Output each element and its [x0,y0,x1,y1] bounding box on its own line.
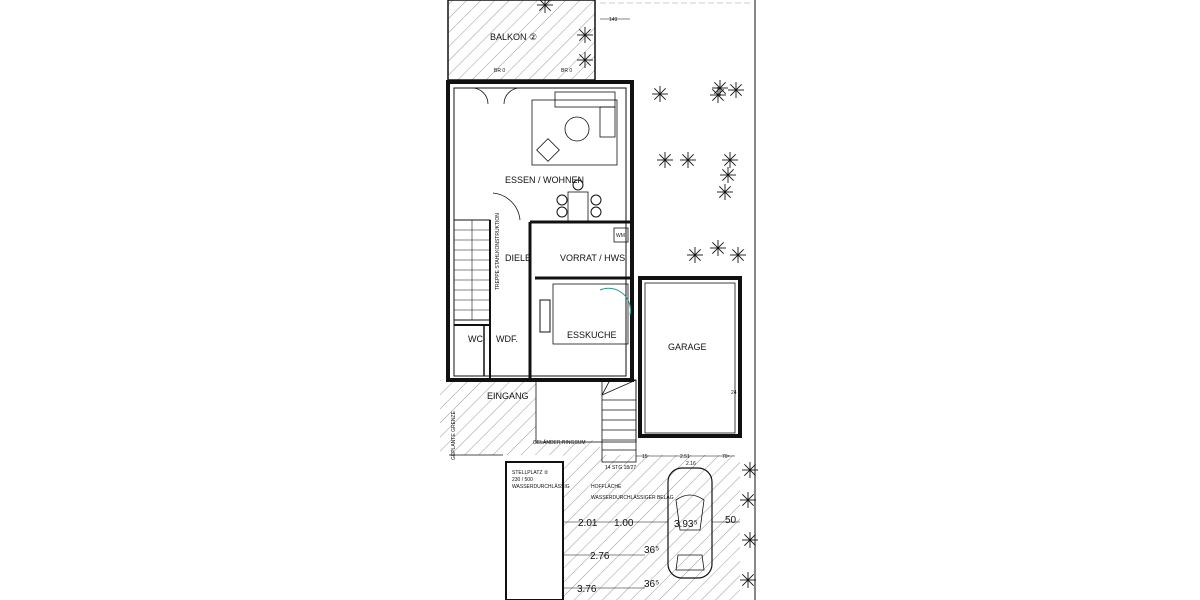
dim-276: 2.76 [590,551,610,562]
dim-705: 70⁵ [722,454,730,460]
dim-216: 2.16 [686,461,696,467]
tree-icon [657,152,673,168]
entrance-area [440,380,600,455]
label-wm: WM [616,233,625,239]
room-label-wc: WC [468,334,483,344]
tree-icon [712,80,728,96]
room-label-garage: GARAGE [668,342,707,352]
tree-icon [742,532,758,548]
stellplatz-surface: WASSERDURCHLÄSSIG [512,483,570,490]
room-label-balkon: BALKON ② [490,32,537,42]
car-icon [667,467,713,579]
dim-365-b: 36⁵ [644,579,659,590]
room-label-wdf: WDF. [496,334,518,344]
tree-icon [717,184,733,200]
dim-24: 24 [731,390,737,396]
note-gelaender: GELÄNDER RINGSUM [533,439,586,446]
note-stg: 14 STG 18/27 [605,465,636,471]
dim-251: 2.51 [680,454,690,460]
note-br-2: BR 0 [561,68,572,74]
room-label-esskueche: ESSKUCHE [567,330,617,340]
dim-50: 50 [725,515,737,526]
stellplatz-size: 230 / 500 [512,477,533,483]
room-label-diele: DIELE [505,253,531,263]
dim-376: 3.76 [577,584,597,595]
yard-area [563,455,740,600]
tree-icon [740,572,756,588]
tree-icon [720,167,736,183]
tree-icon [710,240,726,256]
tree-icon [742,462,758,478]
tree-icon [577,27,593,43]
tree-icon [537,0,553,13]
dim-3935: 3.93⁵ [674,519,698,530]
house-walls [446,80,634,382]
note-treppe: TREPPE STAHLKONSTRUKTION [495,213,501,290]
note-grenze: GEPLANTE GRENZE [451,410,457,460]
tree-icon [722,152,738,168]
hof-surface: WASSERDURCHLÄSSIGER BELAG [591,494,674,501]
hof-title: HOFFLÄCHE [591,483,622,490]
tree-icon [740,492,756,508]
tree-icon [730,247,746,263]
tree-icon [680,152,696,168]
parking-space [505,461,564,600]
tree-icon [652,86,668,102]
dim-201: 2.01 [578,518,598,529]
trees [537,0,758,588]
garage-walls [638,276,742,438]
outdoor-stair [535,379,637,463]
dim-149: 149 [609,17,618,23]
room-label-essen-wohnen: ESSEN / WOHNEN [505,175,584,185]
balcony-area [447,0,596,81]
dim-365-a: 36⁵ [644,545,659,556]
tree-icon [687,247,703,263]
note-br-1: BR 0 [494,68,505,74]
stellplatz-title: STELLPLATZ ② [512,470,549,476]
room-label-vorrat: VORRAT / HWS [560,253,625,263]
dim-15: 15 [642,454,648,460]
tree-icon [577,52,593,68]
room-label-eingang: EINGANG [487,391,529,401]
dim-100: 1.00 [614,518,634,529]
tree-icon [728,82,744,98]
